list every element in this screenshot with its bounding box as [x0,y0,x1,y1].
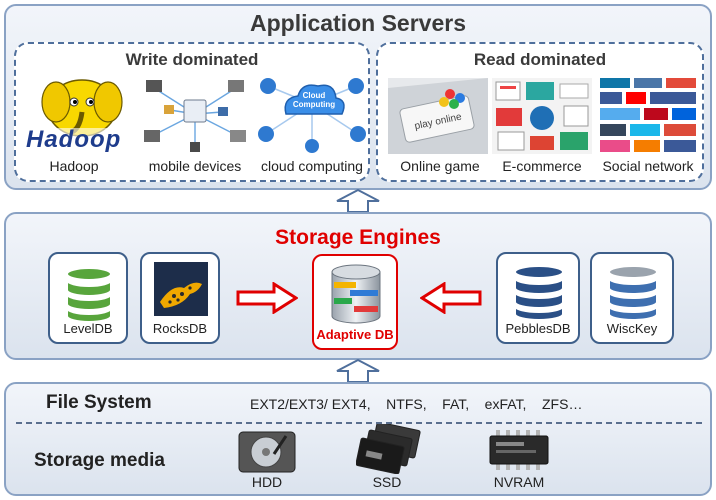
leveldb-card: LevelDB [48,252,128,344]
write-dominated-group: Write dominated Hadoop Hadoop [14,42,370,182]
hadoop-elephant-icon: Hadoop [24,72,136,153]
mobile-devices-network-icon [140,74,250,154]
layer-divider [16,422,702,424]
up-arrow-engines-to-servers [333,189,383,213]
up-arrow-storage-to-engines [333,359,383,383]
online-game-keyboard-icon: play online [388,78,488,154]
ecommerce-collage-icon [492,78,592,154]
cloud-computing-label: cloud computing [261,158,363,174]
application-servers-title: Application Servers [249,10,467,36]
rocksdb-card: RocksDB [140,252,220,344]
wisckey-card: WiscKey [590,252,674,344]
leveldb-database-icon [64,264,114,322]
file-system-title: File System [46,392,152,413]
read-dominated-group: Read dominated play online Online game [376,42,704,182]
adaptive-db-label: Adaptive DB [316,327,394,342]
pebblesdb-card: PebblesDB [496,252,580,344]
leveldb-label: LevelDB [63,321,113,336]
nvram-chip-icon [488,428,550,472]
storage-media-title: Storage media [34,450,165,471]
online-game-label: Online game [400,158,480,174]
storage-stack-panel: File System EXT2/EXT3/ EXT4, NTFS, FAT, … [4,382,712,496]
wisckey-label: WiscKey [606,321,658,336]
write-dominated-title: Write dominated [125,50,259,69]
pebblesdb-label: PebblesDB [505,321,571,336]
rocksdb-label: RocksDB [152,321,208,336]
hdd-icon [238,428,296,474]
hadoop-label: Hadoop [49,158,99,174]
pebblesdb-database-icon [512,262,566,322]
application-servers-panel: Application Servers Write dominated Hado… [4,4,712,190]
hadoop-logo-text: Hadoop [26,126,122,153]
hdd-label: HDD [251,474,283,490]
file-system-types: EXT2/EXT3/ EXT4, NTFS, FAT, exFAT, ZFS… [250,396,583,412]
adaptive-db-database-icon [328,264,384,326]
storage-engines-panel: Storage Engines LevelDB Roc [4,212,712,360]
cloud-computing-badge: Cloud Computing [292,91,336,109]
nvram-label: NVRAM [493,474,545,490]
left-arrow-to-adaptive-db [420,282,482,314]
rocksdb-leopard-icon [154,262,208,316]
cloud-computing-icon: Cloud Computing [258,74,366,154]
ssd-label: SSD [372,474,402,490]
social-network-logos-icon [598,76,698,154]
mobile-devices-label: mobile devices [148,158,242,174]
storage-engines-title: Storage Engines [275,226,441,249]
right-arrow-to-adaptive-db [236,282,298,314]
adaptive-db-card: Adaptive DB [312,254,398,350]
read-dominated-title: Read dominated [473,50,607,69]
wisckey-database-icon [606,262,660,322]
ecommerce-label: E-commerce [502,158,582,174]
social-network-label: Social network [602,158,694,174]
ssd-icon [356,424,422,474]
